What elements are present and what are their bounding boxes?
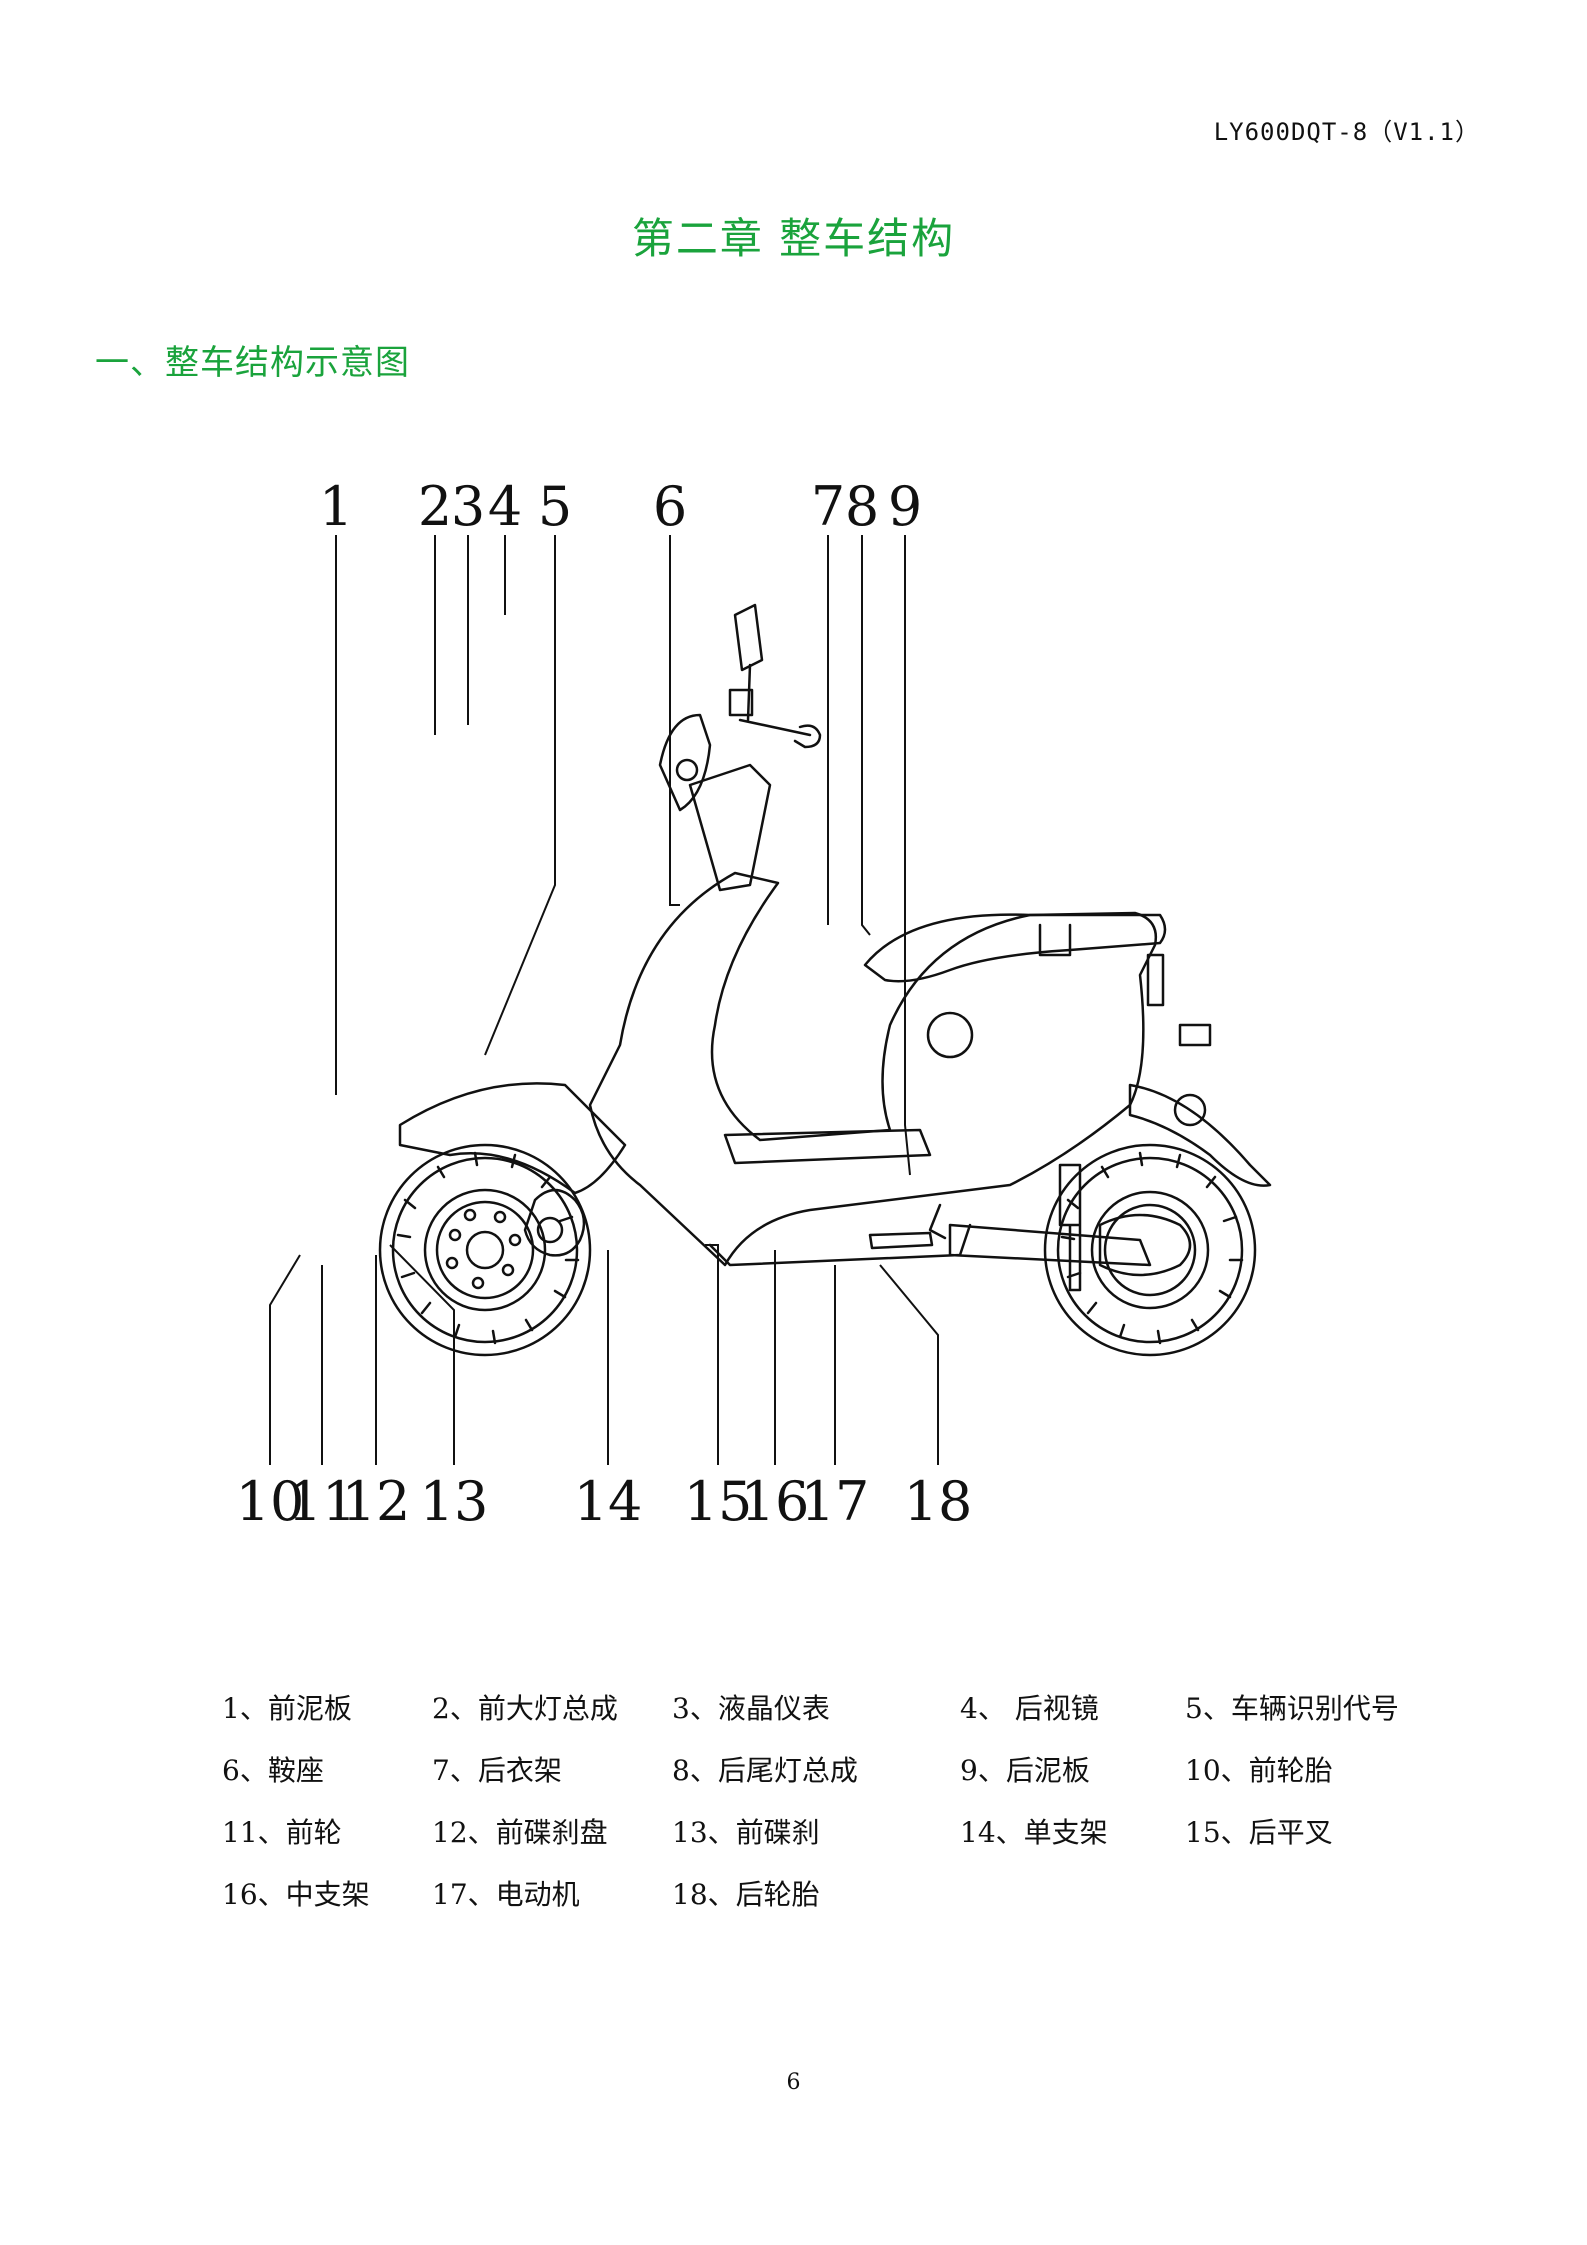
legend-item: 6、鞍座	[222, 1754, 324, 1787]
callout-3: 3	[451, 475, 485, 538]
front-brake-caliper	[523, 1188, 586, 1257]
tail-light	[1146, 953, 1212, 1047]
callout-16: 16	[741, 1470, 810, 1533]
callout-7: 7	[811, 475, 845, 538]
legend-row: 16、中支架 17、电动机 18、后轮胎	[222, 1862, 1465, 1924]
legend-item: 4、 后视镜	[960, 1692, 1099, 1725]
callout-12: 12	[342, 1470, 411, 1533]
document-code: LY600DQT-8（V1.1）	[1213, 118, 1480, 146]
legend-item: 12、前碟刹盘	[432, 1816, 608, 1849]
front-fender	[398, 1082, 627, 1195]
callout-1: 1	[319, 475, 353, 538]
callout-9: 9	[888, 475, 922, 538]
parts-legend: 1、前泥板 2、前大灯总成 3、液晶仪表 4、 后视镜 5、车辆识别代号 6、鞍…	[222, 1676, 1465, 1924]
motor	[1098, 1213, 1192, 1277]
single-stand	[868, 1231, 934, 1250]
rear-wheel	[1043, 1143, 1257, 1357]
page-number: 6	[786, 2070, 801, 2095]
chapter-title: 第二章 整车结构	[631, 214, 956, 263]
center-stand	[1058, 1163, 1082, 1292]
section-title: 一、整车结构示意图	[95, 343, 410, 383]
steering-column	[688, 763, 772, 892]
legend-row: 1、前泥板 2、前大灯总成 3、液晶仪表 4、 后视镜 5、车辆识别代号	[222, 1676, 1465, 1738]
callout-18: 18	[904, 1470, 973, 1533]
handlebar	[738, 718, 822, 749]
callout-2: 2	[418, 475, 452, 538]
legend-item: 14、单支架	[960, 1816, 1108, 1849]
headlight	[658, 713, 712, 812]
legend-item: 5、车辆识别代号	[1185, 1692, 1399, 1725]
front-wheel	[378, 1143, 592, 1357]
legend-item: 17、电动机	[432, 1878, 580, 1911]
legend-item: 2、前大灯总成	[432, 1692, 618, 1725]
legend-item: 8、后尾灯总成	[672, 1754, 858, 1787]
legend-item: 1、前泥板	[222, 1692, 352, 1725]
legend-item: 16、中支架	[222, 1878, 370, 1911]
callout-17: 17	[801, 1470, 870, 1533]
legend-item: 3、液晶仪表	[672, 1692, 830, 1725]
callout-8: 8	[845, 475, 879, 538]
legend-row: 11、前轮 12、前碟刹盘 13、前碟刹 14、单支架 15、后平叉	[222, 1800, 1465, 1862]
callout-14: 14	[574, 1470, 643, 1533]
body-panel	[588, 871, 1158, 1267]
rear-rack	[1038, 923, 1072, 957]
legend-item: 9、后泥板	[960, 1754, 1090, 1787]
lcd-instrument	[728, 688, 754, 717]
legend-item: 7、后衣架	[432, 1754, 562, 1787]
callout-11: 11	[288, 1470, 357, 1533]
rear-swingarm	[948, 1223, 1152, 1267]
callout-10: 10	[240, 1470, 304, 1533]
legend-item: 11、前轮	[222, 1816, 342, 1849]
seat	[863, 913, 1167, 983]
legend-item: 13、前碟刹	[672, 1816, 820, 1849]
callout-6: 6	[653, 475, 687, 538]
callout-15: 15	[684, 1470, 753, 1533]
rear-mirror	[733, 603, 764, 722]
callout-4: 4	[488, 475, 522, 538]
footboard	[708, 1128, 972, 1267]
legend-item: 10、前轮胎	[1185, 1754, 1333, 1787]
legend-row: 6、鞍座 7、后衣架 8、后尾灯总成 9、后泥板 10、前轮胎	[222, 1738, 1465, 1800]
rear-mudguard	[1128, 1083, 1272, 1187]
legend-item: 15、后平叉	[1185, 1816, 1333, 1849]
legend-item: 18、后轮胎	[672, 1878, 820, 1911]
callout-5: 5	[538, 475, 572, 538]
callout-13: 13	[420, 1470, 489, 1533]
